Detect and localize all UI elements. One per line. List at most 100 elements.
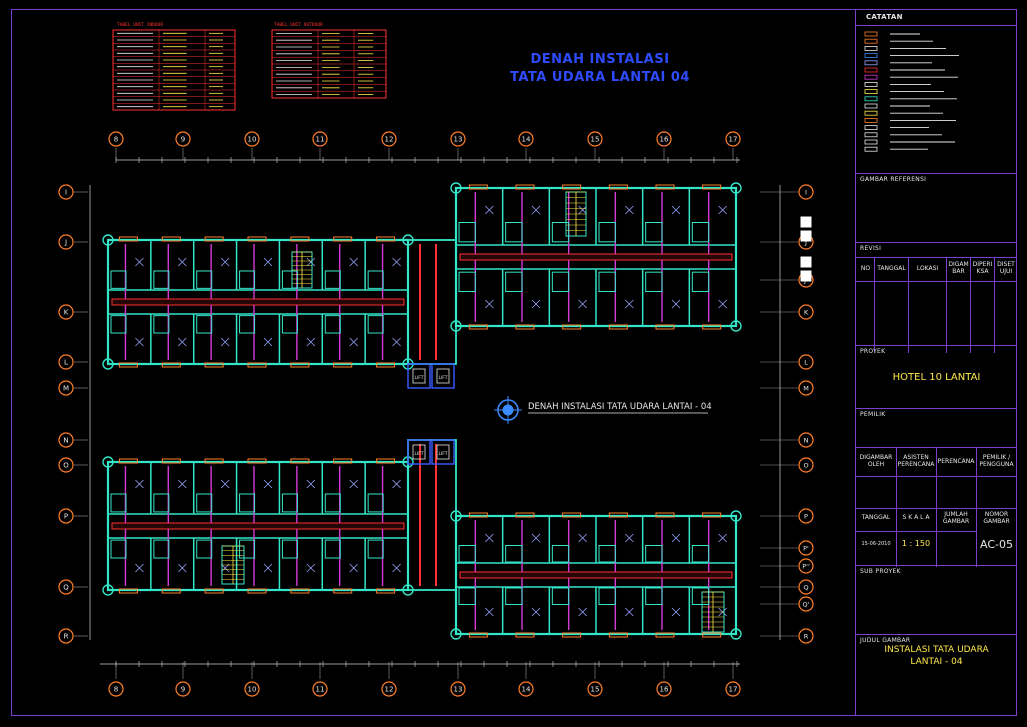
grid-bubble xyxy=(58,432,74,448)
indoor-unit xyxy=(247,458,267,464)
grid-bubble xyxy=(381,681,397,697)
grid-bubble xyxy=(798,380,814,396)
sign-drawn-by: DIGAMBAR OLEH xyxy=(859,454,893,468)
bathroom xyxy=(324,315,341,334)
indoor-unit xyxy=(376,458,396,464)
diffuser xyxy=(718,533,727,543)
lift-shaft xyxy=(431,363,455,389)
bathroom xyxy=(367,315,384,334)
bathroom xyxy=(324,493,341,513)
diffuser xyxy=(485,533,494,543)
corner-column xyxy=(102,456,114,468)
bathroom xyxy=(110,270,127,289)
indoor-unit xyxy=(290,236,310,242)
supply-duct xyxy=(459,253,733,261)
grid-bubble xyxy=(58,457,74,473)
bathroom xyxy=(458,545,476,563)
grid-bubble xyxy=(725,681,741,697)
supply-duct xyxy=(459,571,733,579)
corner-column xyxy=(102,584,114,596)
grid-label: 15 xyxy=(591,136,600,144)
grid-label: Q xyxy=(803,584,808,592)
grid-bubble xyxy=(175,681,191,697)
bathroom xyxy=(196,493,213,513)
indoor-unit xyxy=(118,458,138,464)
grid-label: M xyxy=(803,385,809,393)
indoor-unit xyxy=(702,512,722,518)
indoor-unit xyxy=(655,632,675,638)
indoor-unit xyxy=(204,236,224,242)
bathroom xyxy=(153,539,170,559)
diffuser xyxy=(135,563,144,573)
legend-symbol xyxy=(864,146,878,152)
grid-label: L xyxy=(64,359,68,367)
legend-symbol xyxy=(864,31,878,37)
indoor-unit xyxy=(247,588,267,594)
grid-bubble xyxy=(58,579,74,595)
lift-car xyxy=(412,444,426,460)
scale-label: S K A L A xyxy=(902,514,930,521)
indoor-unit xyxy=(655,512,675,518)
grid-label: 14 xyxy=(522,136,531,144)
diffuser xyxy=(349,337,358,347)
rev-col-date: TANGGAL xyxy=(877,265,906,272)
indoor-unit xyxy=(376,362,396,368)
sign-owner: PEMILIK / PENGGUNA xyxy=(979,454,1014,468)
indoor-unit xyxy=(608,184,628,190)
bathroom xyxy=(324,270,341,289)
grid-label: 11 xyxy=(316,686,325,694)
bathroom xyxy=(239,270,256,289)
legend-symbol xyxy=(864,118,878,123)
date-value: 15-06-2010 xyxy=(861,541,891,547)
grid-label: 16 xyxy=(660,136,669,144)
supply-duct xyxy=(111,298,405,306)
lift-shaft xyxy=(407,363,431,389)
grid-bubble xyxy=(656,681,672,697)
diffuser xyxy=(263,337,273,347)
drawing-title-2: LANTAI - 04 xyxy=(910,657,963,667)
reference-section: GAMBAR REFERENSI xyxy=(856,173,1017,243)
grid-label: 10 xyxy=(248,136,257,144)
grid-bubble xyxy=(798,432,814,448)
section-marker xyxy=(800,256,812,268)
bathroom xyxy=(505,271,523,292)
grid-label: 11 xyxy=(316,136,325,144)
diffuser xyxy=(578,299,587,309)
lift-label: LIFT xyxy=(414,375,423,381)
indoor-unit xyxy=(118,362,138,368)
center-caption: DENAH INSTALASI TATA UDARA LANTAI - 04 xyxy=(528,402,712,412)
rev-col-approved: DISETUJUI xyxy=(997,261,1015,275)
indoor-unit xyxy=(290,458,310,464)
grid-label: K xyxy=(804,309,809,317)
grid-label: 8 xyxy=(114,686,118,694)
legend-symbol xyxy=(864,110,878,116)
grid-bubble xyxy=(798,540,814,556)
diffuser xyxy=(263,563,273,573)
indoor-unit xyxy=(468,184,488,190)
legend-symbol xyxy=(864,60,878,66)
bathroom xyxy=(458,587,476,605)
indoor-unit xyxy=(655,184,675,190)
legend-symbol xyxy=(864,125,878,130)
date-scale-section: TANGGAL S K A L A JUMLAH GAMBAR NOMOR GA… xyxy=(856,508,1017,567)
diffuser xyxy=(485,299,494,309)
indoor-unit xyxy=(468,512,488,518)
grid-bubble xyxy=(58,184,74,200)
diffuser xyxy=(178,563,187,573)
legend-symbol xyxy=(864,38,878,44)
diffuser xyxy=(578,533,587,543)
grid-label: 9 xyxy=(181,136,185,144)
diffuser xyxy=(671,607,681,617)
grid-bubble xyxy=(798,354,814,370)
grid-label: 13 xyxy=(454,136,463,144)
rev-col-location: LOKASI xyxy=(916,265,939,272)
diffuser xyxy=(625,205,634,215)
bathroom xyxy=(505,545,523,563)
grid-bubble xyxy=(798,304,814,320)
grid-bubble xyxy=(798,596,814,612)
grid-bubble xyxy=(108,131,124,147)
indoor-unit xyxy=(161,362,181,368)
grid-label: 9 xyxy=(181,686,185,694)
legend-symbol xyxy=(864,67,878,73)
